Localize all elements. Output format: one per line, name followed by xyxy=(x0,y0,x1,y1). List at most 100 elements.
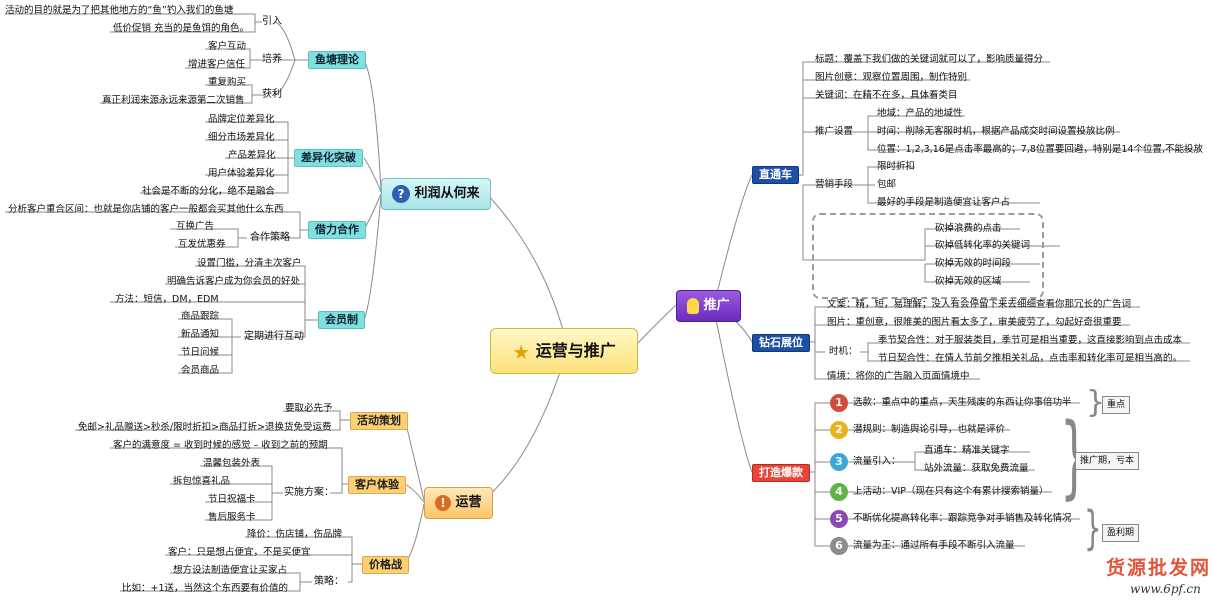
ztc-marketing-item[interactable]: 包邮 xyxy=(877,179,897,190)
traffic-item[interactable]: 站外流量：获取免费流量 xyxy=(924,463,1029,474)
ztc-item[interactable]: 关键词：在精不在多，具体看类目 xyxy=(815,90,958,101)
step-number-icon: 4 xyxy=(830,483,848,501)
price-strategy[interactable]: 策略： xyxy=(314,576,344,587)
ztc-settings-item[interactable]: 时间：削除无客服时机，根据产品成交时间设置投放比例 xyxy=(877,126,1115,137)
step-number-icon: 1 xyxy=(830,394,848,412)
subtopic-diamond-booth[interactable]: 钻石展位 xyxy=(752,334,810,352)
coop-note[interactable]: 分析客户重合区间：也就是你店铺的客户一般都会买其他什么东西 xyxy=(8,204,284,215)
subtopic-cooperation[interactable]: 借力合作 xyxy=(308,221,366,239)
member-item[interactable]: 方法：短信，DM，EDM xyxy=(115,294,219,305)
subtopic-price-war[interactable]: 价格战 xyxy=(362,556,409,574)
phase-label[interactable]: 重点 xyxy=(1102,396,1131,414)
ztc-settings-item[interactable]: 地域：产品的地域性 xyxy=(877,108,963,119)
member-item[interactable]: 设置门槛，分清主次客户 xyxy=(197,258,302,269)
diff-item[interactable]: 社会是不断的分化，绝不是融合 xyxy=(142,186,276,197)
ztc-marketing-item[interactable]: 限时折扣 xyxy=(877,161,916,172)
diff-item[interactable]: 用户体验差异化 xyxy=(208,168,275,179)
diff-item[interactable]: 品牌定位差异化 xyxy=(208,114,275,125)
subtopic-differentiation[interactable]: 差异化突破 xyxy=(294,149,363,167)
hot-step[interactable]: 流量引入： xyxy=(853,456,901,467)
subtopic-hot-product[interactable]: 打造爆款 xyxy=(752,464,810,482)
member-item[interactable]: 明确告诉客户成为你会员的好处 xyxy=(167,276,301,287)
topic-promotion[interactable]: 推广 xyxy=(676,290,741,322)
central-topic-label: 运营与推广 xyxy=(535,341,616,360)
zs-item[interactable]: 图片：重创意，很唯美的图片看太多了，审美疲劳了，勾起好奇很重要 xyxy=(827,317,1122,328)
zs-scene[interactable]: 情境：将你的广告融入页面情境中 xyxy=(827,371,970,382)
pond-group-profit[interactable]: 获利 xyxy=(262,89,282,100)
cut-item[interactable]: 砍掉无效的区域 xyxy=(935,276,1002,287)
campaign-item[interactable]: 免邮>礼品赠送>秒杀/限时折扣>商品打折>退换货免受运费 xyxy=(78,422,332,433)
pond-nurture-item[interactable]: 增进客户信任 xyxy=(188,59,246,70)
member-interaction-item[interactable]: 新品通知 xyxy=(181,329,220,340)
traffic-item[interactable]: 直通车：精准关键字 xyxy=(924,445,1010,456)
cut-boundary xyxy=(812,213,1044,299)
price-strategy-item[interactable]: 想方设法制造便宜让买家占 xyxy=(173,565,288,576)
experience-formula[interactable]: 客户的满意度 = 收到时候的感觉 – 收到之前的预期 xyxy=(113,440,328,451)
hot-step[interactable]: 潜规则：制造舆论引导，也就是评价 xyxy=(853,424,1006,435)
campaign-item[interactable]: 要取必先予 xyxy=(285,403,333,414)
subtopic-membership[interactable]: 会员制 xyxy=(318,311,365,329)
hot-step[interactable]: 流量为王：通过所有手段不断引入流量 xyxy=(853,540,1015,551)
price-item[interactable]: 客户：只是想占便宜，不是买便宜 xyxy=(168,547,311,558)
coop-strategy-item[interactable]: 互发优惠券 xyxy=(178,239,226,250)
member-interaction-item[interactable]: 会员商品 xyxy=(181,365,220,376)
member-interaction-item[interactable]: 商品跟踪 xyxy=(181,311,220,322)
member-interaction[interactable]: 定期进行互动 xyxy=(244,331,304,342)
ztc-settings-item[interactable]: 位置：1,2,3,16是点击率最高的；7,8位置要回避，特别是14个位置,不能投… xyxy=(877,144,1203,155)
hot-step[interactable]: 不断优化提高转化率：跟踪竞争对手销售及转化情况 xyxy=(853,513,1072,524)
subtopic-experience[interactable]: 客户体验 xyxy=(348,476,406,494)
topic-profit[interactable]: ? 利润从何来 xyxy=(381,178,491,210)
star-icon: ★ xyxy=(512,339,531,364)
hot-step[interactable]: 上活动：VIP（现在只有这个有累计搜索销量） xyxy=(853,486,1049,497)
phase-label[interactable]: 推广期，亏本 xyxy=(1075,452,1140,470)
ztc-item[interactable]: 图片创意：观察位置周围，制作特别 xyxy=(815,72,968,83)
watermark-url: www.6pf.cn xyxy=(1130,582,1201,596)
zs-item[interactable]: 文案：精，短，易理解；没人有会停留下来去细细查看你那冗长的广告词 xyxy=(827,299,1132,310)
lightbulb-icon xyxy=(687,297,699,314)
experience-plan-item[interactable]: 拆包惊喜礼品 xyxy=(173,476,231,487)
pond-nurture-item[interactable]: 客户互动 xyxy=(208,41,247,52)
brace-icon: } xyxy=(1084,501,1102,555)
pond-intro-item[interactable]: 低价促销 充当的是鱼饵的角色。 xyxy=(113,23,250,34)
ztc-item[interactable]: 标题：覆盖下我们做的关键词就可以了，影响质量得分 xyxy=(815,54,1044,65)
ztc-marketing[interactable]: 营销手段 xyxy=(815,179,854,190)
zs-timing-item[interactable]: 节日契合性：在情人节前夕推相关礼品，点击率和转化率可是相当高的。 xyxy=(878,353,1183,364)
cut-item[interactable]: 砍掉浪费的点击 xyxy=(935,223,1002,234)
pond-intro-item[interactable]: 活动的目的就是为了把其他地方的“鱼”钓入我们的鱼塘 xyxy=(5,5,234,16)
question-icon: ? xyxy=(392,184,410,203)
pond-group-nurture[interactable]: 培养 xyxy=(262,54,282,65)
topic-profit-label: 利润从何来 xyxy=(414,186,480,201)
zs-timing[interactable]: 时机： xyxy=(829,346,858,357)
phase-label[interactable]: 盈利期 xyxy=(1102,524,1140,542)
central-topic[interactable]: ★ 运营与推广 xyxy=(490,328,638,374)
subtopic-pond[interactable]: 鱼塘理论 xyxy=(308,51,366,69)
price-strategy-item[interactable]: 比如：+1送，当然这个东西要有价值的 xyxy=(122,583,289,594)
coop-strategy[interactable]: 合作策略 xyxy=(250,232,290,243)
pond-group-intro[interactable]: 引入 xyxy=(262,16,282,27)
diff-item[interactable]: 产品差异化 xyxy=(228,150,276,161)
experience-plan-item[interactable]: 节日祝福卡 xyxy=(208,494,256,505)
brace-icon: } xyxy=(1086,385,1106,420)
experience-plan-item[interactable]: 温馨包装外表 xyxy=(203,458,261,469)
experience-plan[interactable]: 实施方案： xyxy=(284,487,334,498)
subtopic-campaign[interactable]: 活动策划 xyxy=(350,412,408,430)
ztc-marketing-item[interactable]: 最好的手段是制造便宜让客户占 xyxy=(877,197,1011,208)
pond-profit-item[interactable]: 重复购买 xyxy=(208,77,247,88)
price-item[interactable]: 降价：伤店铺，伤品牌 xyxy=(247,529,343,540)
hot-step[interactable]: 选款：重点中的重点，天生残废的东西让你事倍功半 xyxy=(853,397,1072,408)
pond-profit-item[interactable]: 真正利润来源永远来源第二次销售 xyxy=(102,95,245,106)
ztc-settings[interactable]: 推广设置 xyxy=(815,126,854,137)
zs-timing-item[interactable]: 季节契合性：对于服装类目，季节可是相当重要，这直接影响到点击成本 xyxy=(878,335,1183,346)
member-interaction-item[interactable]: 节日问候 xyxy=(181,347,220,358)
diff-item[interactable]: 细分市场差异化 xyxy=(208,132,275,143)
step-number-icon: 3 xyxy=(830,453,848,471)
topic-operations[interactable]: ! 运营 xyxy=(424,487,493,519)
coop-strategy-item[interactable]: 互换广告 xyxy=(176,221,215,232)
subtopic-ztc[interactable]: 直通车 xyxy=(752,166,799,184)
watermark-title: 货源批发网 xyxy=(1106,557,1212,579)
cut-item[interactable]: 砍掉低转化率的关键词 xyxy=(935,240,1031,251)
cut-item[interactable]: 砍掉无效的时间段 xyxy=(935,258,1012,269)
experience-plan-item[interactable]: 售后服务卡 xyxy=(208,512,256,523)
